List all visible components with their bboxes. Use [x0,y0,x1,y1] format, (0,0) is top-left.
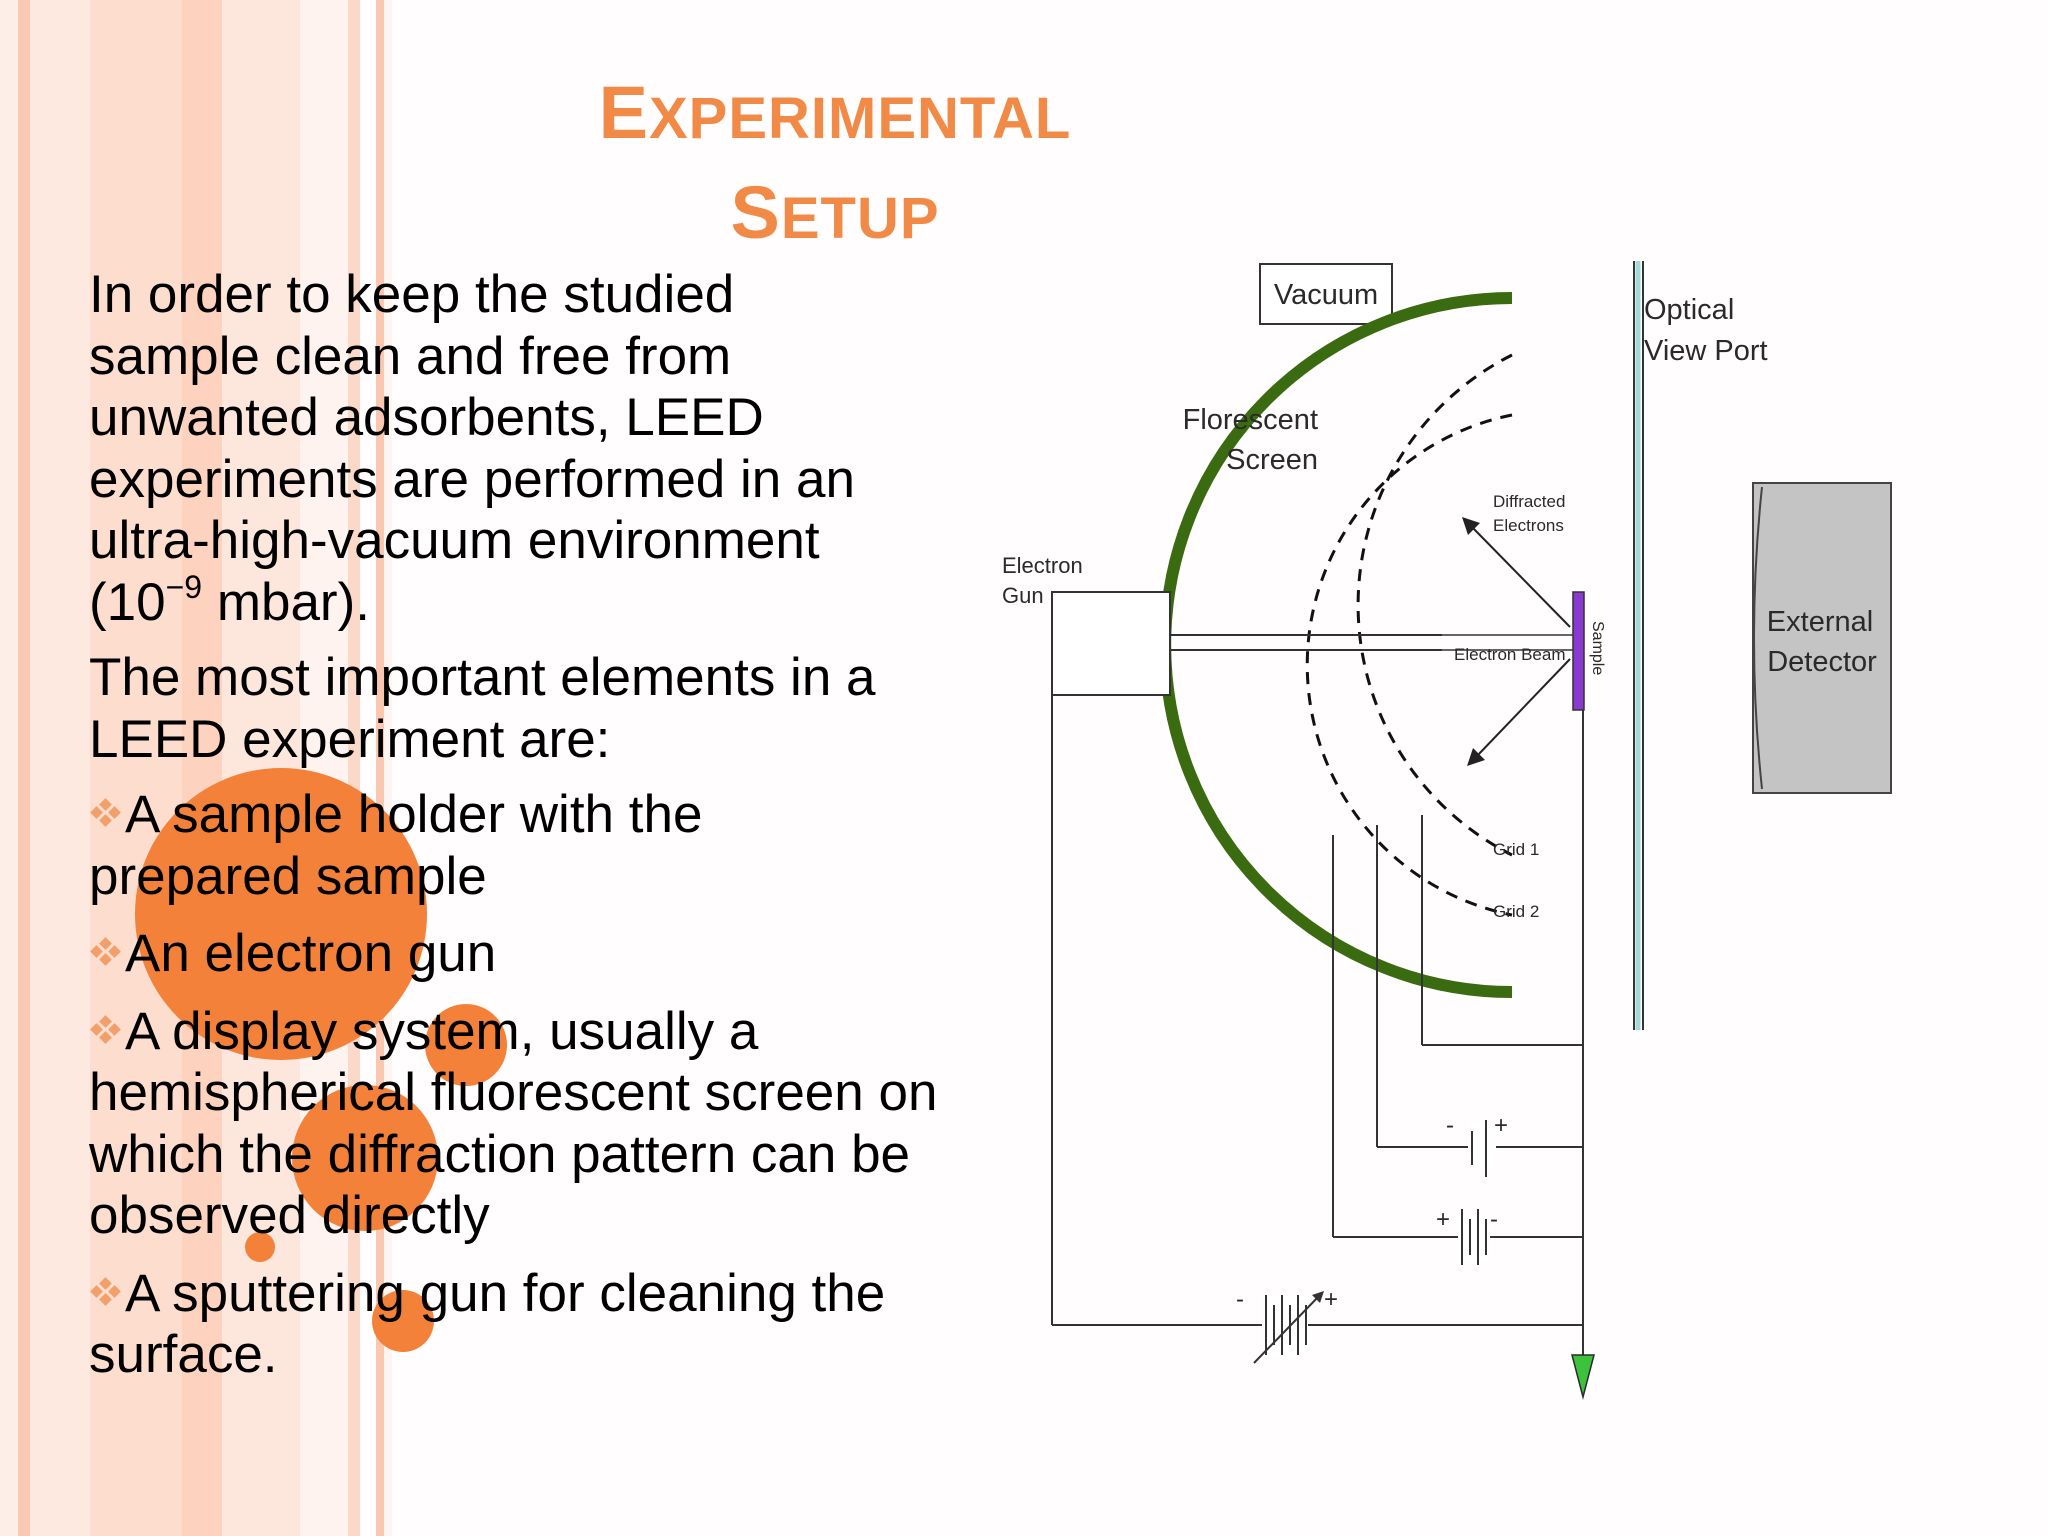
variable-battery [1253,1294,1321,1364]
decorative-circle-medium-2 [292,1085,438,1231]
diamond-bullet-icon [89,798,125,828]
bullet-item: An electron gun [89,923,969,985]
grid-1-label: Grid 1 [1493,840,1539,859]
decorative-stripes [0,0,400,1536]
diffracted-arrow-up [1471,526,1571,628]
external-label-1: External [1767,606,1873,638]
electron-gun-label-2: Gun [1002,583,1044,608]
diamond-bullet-icon [89,937,125,967]
diamond-bullet-icon [89,1276,125,1307]
decorative-circle-medium [425,1004,507,1086]
florescent-label-2: Screen [1226,444,1318,476]
intro-paragraph: In order to keep the studied sample clea… [89,265,855,632]
battery-1-minus: - [1446,1112,1454,1139]
bullet-item: A sputtering gun for cleaning the surfac… [89,1263,886,1385]
elements-intro: The most important elements in a LEED ex… [89,648,876,769]
optical-label-2: View Port [1644,335,1768,367]
decorative-circle-small [372,1290,434,1352]
sample [1572,591,1585,711]
decorative-circle-large [135,768,427,1060]
decorative-circle-tiny [245,1232,275,1262]
bullet-item: A display system, usually a hemispherica… [89,1001,938,1246]
slide-body: In order to keep the studied sample clea… [89,264,969,1402]
grid-1 [1356,353,1513,857]
sample-label: Sample [1589,621,1606,675]
electron-gun-label-1: Electron [1002,553,1083,578]
external-detector [1752,482,1892,794]
battery-1-plus: + [1494,1112,1508,1139]
slide-title: EXPERIMENTAL SETUP [598,71,1072,254]
diffracted-label-2: Electrons [1493,516,1564,535]
vacuum-box [1259,263,1393,325]
diffracted-arrow-down [1476,658,1571,757]
circuit-wiring [1051,695,1584,1355]
variable-battery-minus: - [1236,1286,1244,1313]
ground-symbol [1571,1354,1595,1400]
battery-2-minus: - [1490,1206,1498,1233]
grid-2 [1305,413,1513,917]
variable-battery-plus: + [1324,1286,1338,1313]
grid-2-label: Grid 2 [1493,902,1539,921]
leed-diagram: Vacuum Florescent Screen Optical View Po… [1002,261,1892,1400]
optical-label-1: Optical [1644,294,1734,326]
diffracted-label-1: Diffracted [1493,492,1565,511]
external-label-2: Detector [1767,646,1877,678]
electron-beam-label: Electron Beam [1454,645,1566,664]
diamond-bullet-icon [89,1014,125,1045]
electron-gun [1051,591,1171,696]
vacuum-label: Vacuum [1274,279,1378,311]
florescent-label-1: Florescent [1183,404,1318,436]
battery-2-plus: + [1436,1206,1450,1233]
bullet-item: A sample holder with the prepared sample [89,785,703,906]
